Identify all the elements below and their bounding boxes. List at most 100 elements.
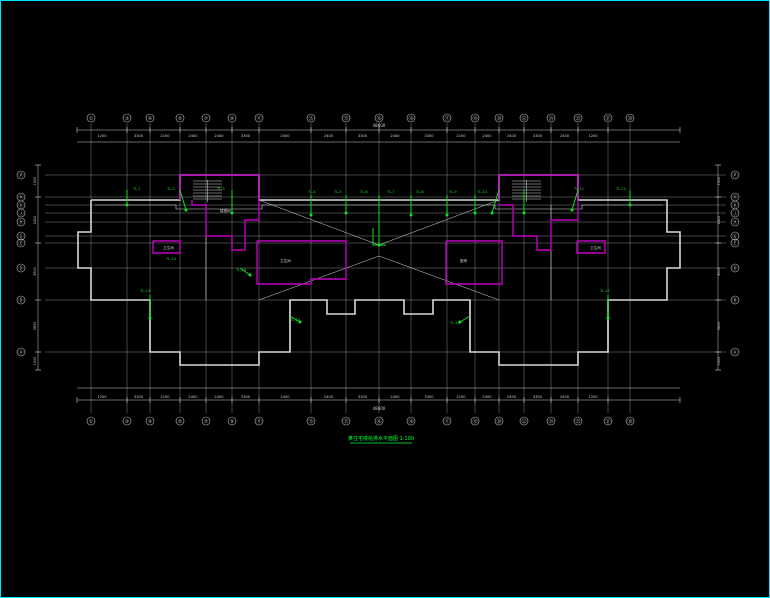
- dim-text-top: 2400: [324, 134, 334, 138]
- pipe-tag-label: TL-15: [289, 318, 300, 322]
- pipe-tag-label: TL-1: [132, 187, 141, 191]
- grid-bubble-right-label: Ⓙ: [732, 210, 737, 217]
- grid-bubble-bottom-label: ④: [148, 419, 153, 425]
- stairwell-outline-east: [498, 174, 579, 251]
- grid-bubble-left: [16, 208, 26, 218]
- grid-bubble-bottom-label: ⑯: [376, 418, 381, 425]
- dim-text-bottom: 2400: [188, 395, 198, 399]
- dim-text-top: 3300: [134, 134, 144, 138]
- grid-bubble-top: [546, 113, 556, 123]
- grid-bubble-left-label: Ⓐ: [18, 349, 23, 356]
- grid-bubble-right: [730, 263, 740, 273]
- grid-bubble-top-label: ⑮: [343, 115, 348, 122]
- grid-bubble-bottom-label: ⑪: [256, 418, 261, 425]
- grid-bubble-bottom-label: ㉕: [575, 418, 580, 425]
- dim-text-top: 2400: [280, 134, 290, 138]
- grid-bubble-bottom: [573, 416, 583, 426]
- dim-text-top: 3300: [241, 134, 251, 138]
- grid-bubble-bottom: [519, 416, 529, 426]
- dim-text-left: 3600: [33, 267, 37, 276]
- grid-bubble-top: [573, 113, 583, 123]
- grid-bubble-top-label: ㉕: [575, 115, 580, 122]
- grid-bubble-top-label: ⑬: [308, 115, 313, 122]
- grid-bubble-top: [306, 113, 316, 123]
- pipe-tag-label: TL-17: [599, 289, 610, 293]
- bathroom-outline-center-east: [445, 240, 503, 285]
- pipe-tag-label: TL-9: [448, 190, 457, 194]
- dim-text-top: 2100: [456, 134, 466, 138]
- dim-text-top: 2400: [482, 134, 492, 138]
- grid-bubble-top-label: ⑱: [408, 115, 413, 122]
- grid-bubble-bottom-label: ⑰: [444, 418, 449, 425]
- grid-bubble-bottom: [406, 416, 416, 426]
- grid-bubble-top: [201, 113, 211, 123]
- dim-text-top: 3300: [424, 134, 434, 138]
- grid-bubble-left-label: Ⓑ: [18, 297, 23, 304]
- dim-text-top: 2100: [160, 134, 170, 138]
- grid-bubble-top: [442, 113, 452, 123]
- dim-text-top: 2400: [560, 134, 570, 138]
- grid-bubble-right: [730, 347, 740, 357]
- grid-bubble-top: [494, 113, 504, 123]
- grid-bubble-top-label: ㉔: [548, 115, 553, 122]
- grid-bubble-bottom: [86, 416, 96, 426]
- diagonal-wall-sw: [258, 255, 380, 301]
- grid-bubble-top-label: ⑲: [472, 115, 477, 122]
- grid-bubble-right-label: Ⓟ: [732, 172, 737, 179]
- grid-bubble-top: [374, 113, 384, 123]
- dim-text-top: 1200: [588, 134, 598, 138]
- pipe-tag-label: TL-3: [216, 187, 225, 191]
- grid-bubble-top-label: ⑰: [444, 115, 449, 122]
- pipe-riser-node: [445, 213, 449, 217]
- grid-bubble-right-label: Ⓔ: [732, 240, 737, 247]
- room-label: 卫生间: [590, 245, 601, 250]
- dim-text-bottom: 3300: [533, 395, 543, 399]
- dim-text-left: 3600: [33, 322, 37, 331]
- grid-bubble-bottom-label: ⑬: [308, 418, 313, 425]
- dim-text-top: 3300: [358, 134, 368, 138]
- dim-text-bottom: 2400: [324, 395, 334, 399]
- pipe-riser-node: [309, 213, 313, 217]
- grid-bubble-left: [16, 217, 26, 227]
- grid-bubble-bottom: [122, 416, 132, 426]
- grid-bubble-top: [86, 113, 96, 123]
- pipe-riser: [459, 315, 471, 323]
- pipe-tag-label: TL-5: [333, 190, 342, 194]
- grid-bubble-bottom-label: ㉔: [548, 418, 553, 425]
- pipe-tag-label: TL-13: [165, 257, 176, 261]
- grid-bubble-left-label: Ⓟ: [18, 172, 23, 179]
- grid-bubble-right: [730, 208, 740, 218]
- pipe-riser-node: [248, 273, 252, 277]
- dim-text-left: 2400: [33, 216, 37, 225]
- dim-text-bottom: 3300: [134, 395, 144, 399]
- grid-bubble-left-label: Ⓗ: [18, 219, 23, 226]
- grid-bubble-left-label: Ⓖ: [18, 233, 23, 240]
- pipe-tag-label: TL-11: [573, 187, 584, 191]
- grid-bubble-top: [341, 113, 351, 123]
- grid-bubble-bottom-label: ⑨: [230, 419, 234, 425]
- grid-bubble-left-label: Ⓔ: [18, 240, 23, 247]
- pipe-riser: [239, 267, 251, 276]
- grid-bubble-top-label: ①: [89, 116, 94, 122]
- dim-text-bottom: 3300: [424, 395, 434, 399]
- pipe-riser-node: [490, 211, 494, 215]
- dim-text-bottom: 2400: [560, 395, 570, 399]
- pipe-riser: [491, 189, 500, 214]
- dim-text-left: 1500: [33, 357, 37, 366]
- grid-bubble-right-label: Ⓑ: [732, 297, 737, 304]
- dim-text-bottom: 2100: [456, 395, 466, 399]
- bathroom-outline-west: [152, 240, 181, 254]
- grid-bubble-top-label: ㉗: [605, 115, 610, 122]
- grid-bubble-left-label: Ⓚ: [18, 202, 23, 209]
- grid-bubble-right-label: Ⓓ: [732, 265, 737, 272]
- dim-text-bottom: 2400: [280, 395, 290, 399]
- grid-bubble-bottom: [341, 416, 351, 426]
- dim-total-top: 48600: [373, 123, 386, 128]
- dim-text-bottom: 3300: [358, 395, 368, 399]
- dim-text-bottom: 3300: [241, 395, 251, 399]
- stairwell-outline-west: [179, 174, 260, 251]
